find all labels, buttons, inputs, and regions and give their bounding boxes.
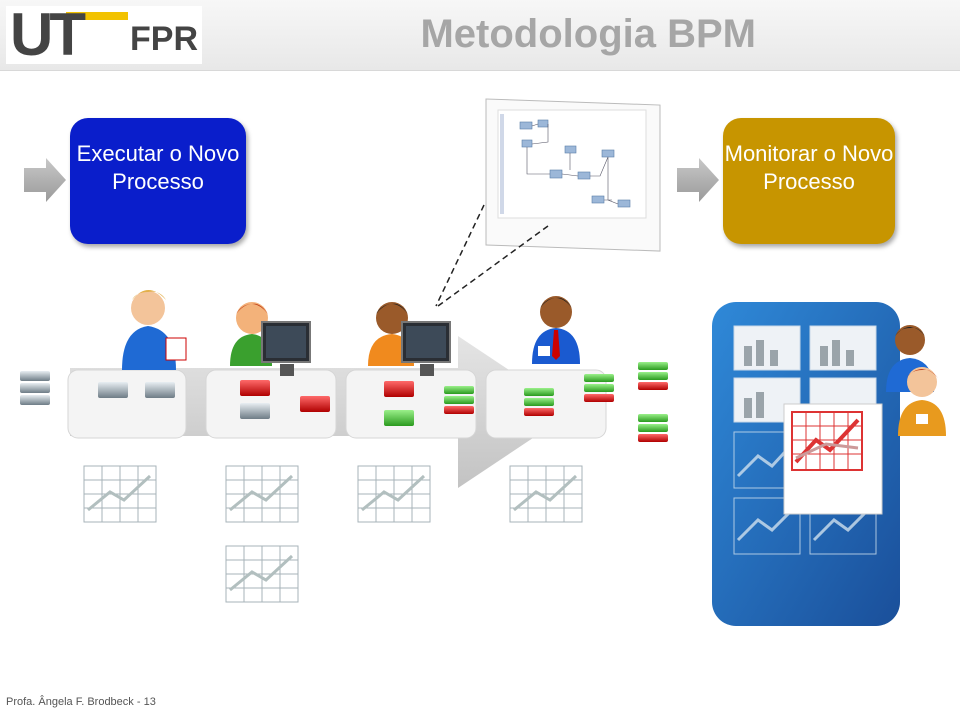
dashed-connector-b bbox=[437, 225, 549, 307]
logo-text-pr: FPR bbox=[130, 20, 198, 58]
page-title: Metodologia BPM bbox=[420, 12, 756, 56]
monitor-process-box: Monitorar o Novo Processo bbox=[723, 118, 895, 244]
stage-platform-1 bbox=[67, 369, 187, 439]
stage-chart-4 bbox=[357, 465, 431, 523]
logo-text-ut: UT bbox=[10, 1, 86, 68]
stage-chart-1 bbox=[83, 465, 157, 523]
person-analyst-2-icon bbox=[898, 367, 946, 436]
utfpr-logo: UT FPR bbox=[6, 1, 202, 68]
footer-credit: Profa. Ângela F. Brodbeck - 13 bbox=[6, 696, 156, 708]
execute-process-box: Executar o Novo Processo bbox=[70, 118, 246, 244]
process-model-document bbox=[485, 98, 661, 252]
logo-accent-bar bbox=[66, 12, 128, 20]
person-manager-icon bbox=[532, 296, 580, 364]
stage-platform-2 bbox=[205, 369, 337, 439]
stage-chart-5 bbox=[509, 465, 583, 523]
stage-chart-3 bbox=[225, 545, 299, 603]
stage-chart-2 bbox=[225, 465, 299, 523]
arrow-in-left bbox=[24, 158, 66, 202]
slide-header: UT FPR Metodologia BPM bbox=[0, 0, 960, 71]
monitor-1-icon bbox=[261, 321, 311, 376]
stage-platform-3 bbox=[345, 369, 477, 439]
monitoring-dashboard-panel bbox=[712, 302, 900, 626]
stage-charts bbox=[83, 465, 583, 603]
person-nurse-icon bbox=[122, 290, 187, 370]
dashed-connector-a bbox=[435, 204, 485, 307]
arrow-in-right bbox=[677, 158, 719, 202]
monitor-2-icon bbox=[401, 321, 451, 376]
process-tokens bbox=[20, 362, 668, 442]
